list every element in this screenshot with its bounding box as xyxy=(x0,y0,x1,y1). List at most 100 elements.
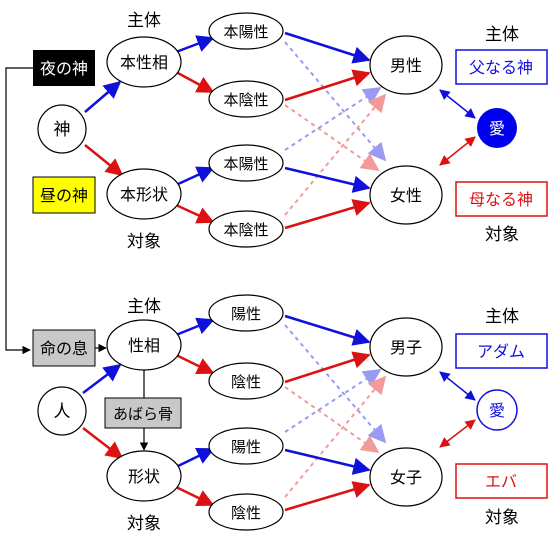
arrow-yang2-to-male-faint xyxy=(284,87,382,151)
arrow-inner-to-yin1 xyxy=(175,70,215,94)
arrow-yang2-to-female xyxy=(284,166,371,193)
female-label: 女性 xyxy=(390,186,422,205)
day-god-box xyxy=(32,176,96,214)
breath-of-life-box xyxy=(32,329,96,367)
yin1-label: 本陰性 xyxy=(223,91,268,109)
arrow-b-yang1-to-daughter-faint xyxy=(284,324,387,444)
adam-label: アダム xyxy=(477,342,525,361)
breath-of-life-label: 命の息 xyxy=(40,339,88,358)
arrow-yin1-to-female-faint xyxy=(284,104,380,172)
human-label: 人 xyxy=(54,402,71,422)
yin1-node xyxy=(208,80,284,118)
arrow-b-yin1-to-son xyxy=(284,351,371,384)
male-node xyxy=(369,35,443,95)
b-outer-form-label: 形状 xyxy=(128,467,160,486)
rib-box xyxy=(104,397,182,429)
arrow-son-love xyxy=(439,371,476,401)
arrow-b-yang2-to-son-faint xyxy=(284,369,382,433)
top-object-label-right: 対象 xyxy=(485,225,519,245)
arrow-yin1-to-male xyxy=(284,69,371,102)
arrow-human-to-outer xyxy=(82,427,124,460)
yin2-label: 本陰性 xyxy=(223,221,268,239)
arrow-b-yin2-to-daughter xyxy=(284,481,371,512)
b-outer-form-node xyxy=(106,450,182,502)
father-god-label: 父なる神 xyxy=(469,58,533,77)
bottom-object-label-right: 対象 xyxy=(485,508,519,528)
eve-box xyxy=(455,463,548,499)
god-label: 神 xyxy=(54,120,71,140)
bottom-subject-label: 主体 xyxy=(127,297,161,317)
b-yang2-label: 陽性 xyxy=(231,438,261,456)
arrow-inner-to-yang1 xyxy=(175,35,215,54)
b-yin1-label: 陰性 xyxy=(231,373,261,391)
yin2-node xyxy=(208,210,284,248)
son-label: 男子 xyxy=(390,338,422,357)
arrow-god-to-inner xyxy=(84,80,122,113)
female-node xyxy=(369,165,443,225)
arrow-yin2-to-female xyxy=(284,199,371,230)
arrow-b-inner-to-yin1 xyxy=(175,353,215,375)
human-node xyxy=(37,386,87,436)
arrow-yang1-to-male xyxy=(284,31,371,64)
inner-character-label: 本性相 xyxy=(120,53,168,72)
arrow-god-to-outer xyxy=(84,144,124,177)
top-subject-label-right: 主体 xyxy=(485,25,519,45)
top-love-node xyxy=(477,108,517,148)
arrow-b-outer-to-yang2 xyxy=(175,447,215,469)
yang2-node xyxy=(208,144,284,182)
bottom-object-label: 対象 xyxy=(127,514,161,534)
arrow-female-love xyxy=(439,136,476,166)
night-god-box xyxy=(33,50,95,86)
arrow-yang1-to-female-faint xyxy=(284,41,387,162)
yang1-label: 本陽性 xyxy=(223,23,268,41)
night-god-label: 夜の神 xyxy=(40,59,88,78)
arrow-b-yin2-to-son-faint xyxy=(284,375,387,498)
outer-form-node xyxy=(106,168,182,220)
arrow-b-outer-to-yin2 xyxy=(175,485,215,507)
yang1-node xyxy=(208,12,284,50)
bottom-section: 主体 対象 主体 対象 命の息 あばら骨 人 性相 形状 陽性 陰性 陽性 陰性… xyxy=(32,294,548,534)
mother-god-box xyxy=(455,181,548,217)
arrow-b-inner-to-yang1 xyxy=(175,317,215,337)
arrow-b-yin1-to-daughter-faint xyxy=(284,386,380,454)
rib-label: あばら骨 xyxy=(113,405,173,423)
arrow-b-yang2-to-daughter xyxy=(284,448,371,475)
arrow-yin2-to-male-faint xyxy=(284,93,387,216)
male-label: 男性 xyxy=(390,56,422,75)
son-node xyxy=(369,317,443,377)
daughter-node xyxy=(369,447,443,507)
arrow-human-to-inner xyxy=(82,363,122,394)
adam-box xyxy=(455,333,548,369)
top-subject-label: 主体 xyxy=(127,11,161,31)
top-object-label: 対象 xyxy=(127,232,161,252)
bottom-love-label: 愛 xyxy=(489,401,505,420)
b-yang1-node xyxy=(208,294,284,332)
top-love-label: 愛 xyxy=(489,119,505,138)
bottom-subject-label-right: 主体 xyxy=(485,307,519,327)
top-section: 主体 対象 主体 対象 夜の神 昼の神 神 本性相 本形状 本陽性 本陰性 本陽… xyxy=(5,11,548,355)
inner-character-node xyxy=(106,36,182,88)
night-god-to-breath-connector xyxy=(5,67,33,355)
b-yin2-node xyxy=(208,493,284,531)
bottom-love-node xyxy=(476,389,518,431)
mother-god-label: 母なる神 xyxy=(469,190,533,209)
god-node xyxy=(37,104,87,154)
b-yang2-node xyxy=(208,427,284,465)
daughter-label: 女子 xyxy=(390,468,422,487)
eve-label: エバ xyxy=(485,472,517,491)
day-god-label: 昼の神 xyxy=(40,186,88,205)
arrow-b-yang1-to-son xyxy=(284,314,371,346)
b-inner-character-node xyxy=(106,319,182,371)
outer-form-label: 本形状 xyxy=(120,185,168,204)
b-yin1-node xyxy=(208,362,284,400)
b-yang1-label: 陽性 xyxy=(231,305,261,323)
father-god-box xyxy=(455,49,548,85)
arrow-male-love xyxy=(439,89,476,119)
b-yin2-label: 陰性 xyxy=(231,504,261,522)
b-inner-character-label: 性相 xyxy=(128,336,160,355)
yang2-label: 本陽性 xyxy=(223,155,268,173)
arrow-outer-to-yang2 xyxy=(175,166,215,187)
arrow-daughter-love xyxy=(439,419,476,448)
arrow-outer-to-yin2 xyxy=(175,203,215,224)
